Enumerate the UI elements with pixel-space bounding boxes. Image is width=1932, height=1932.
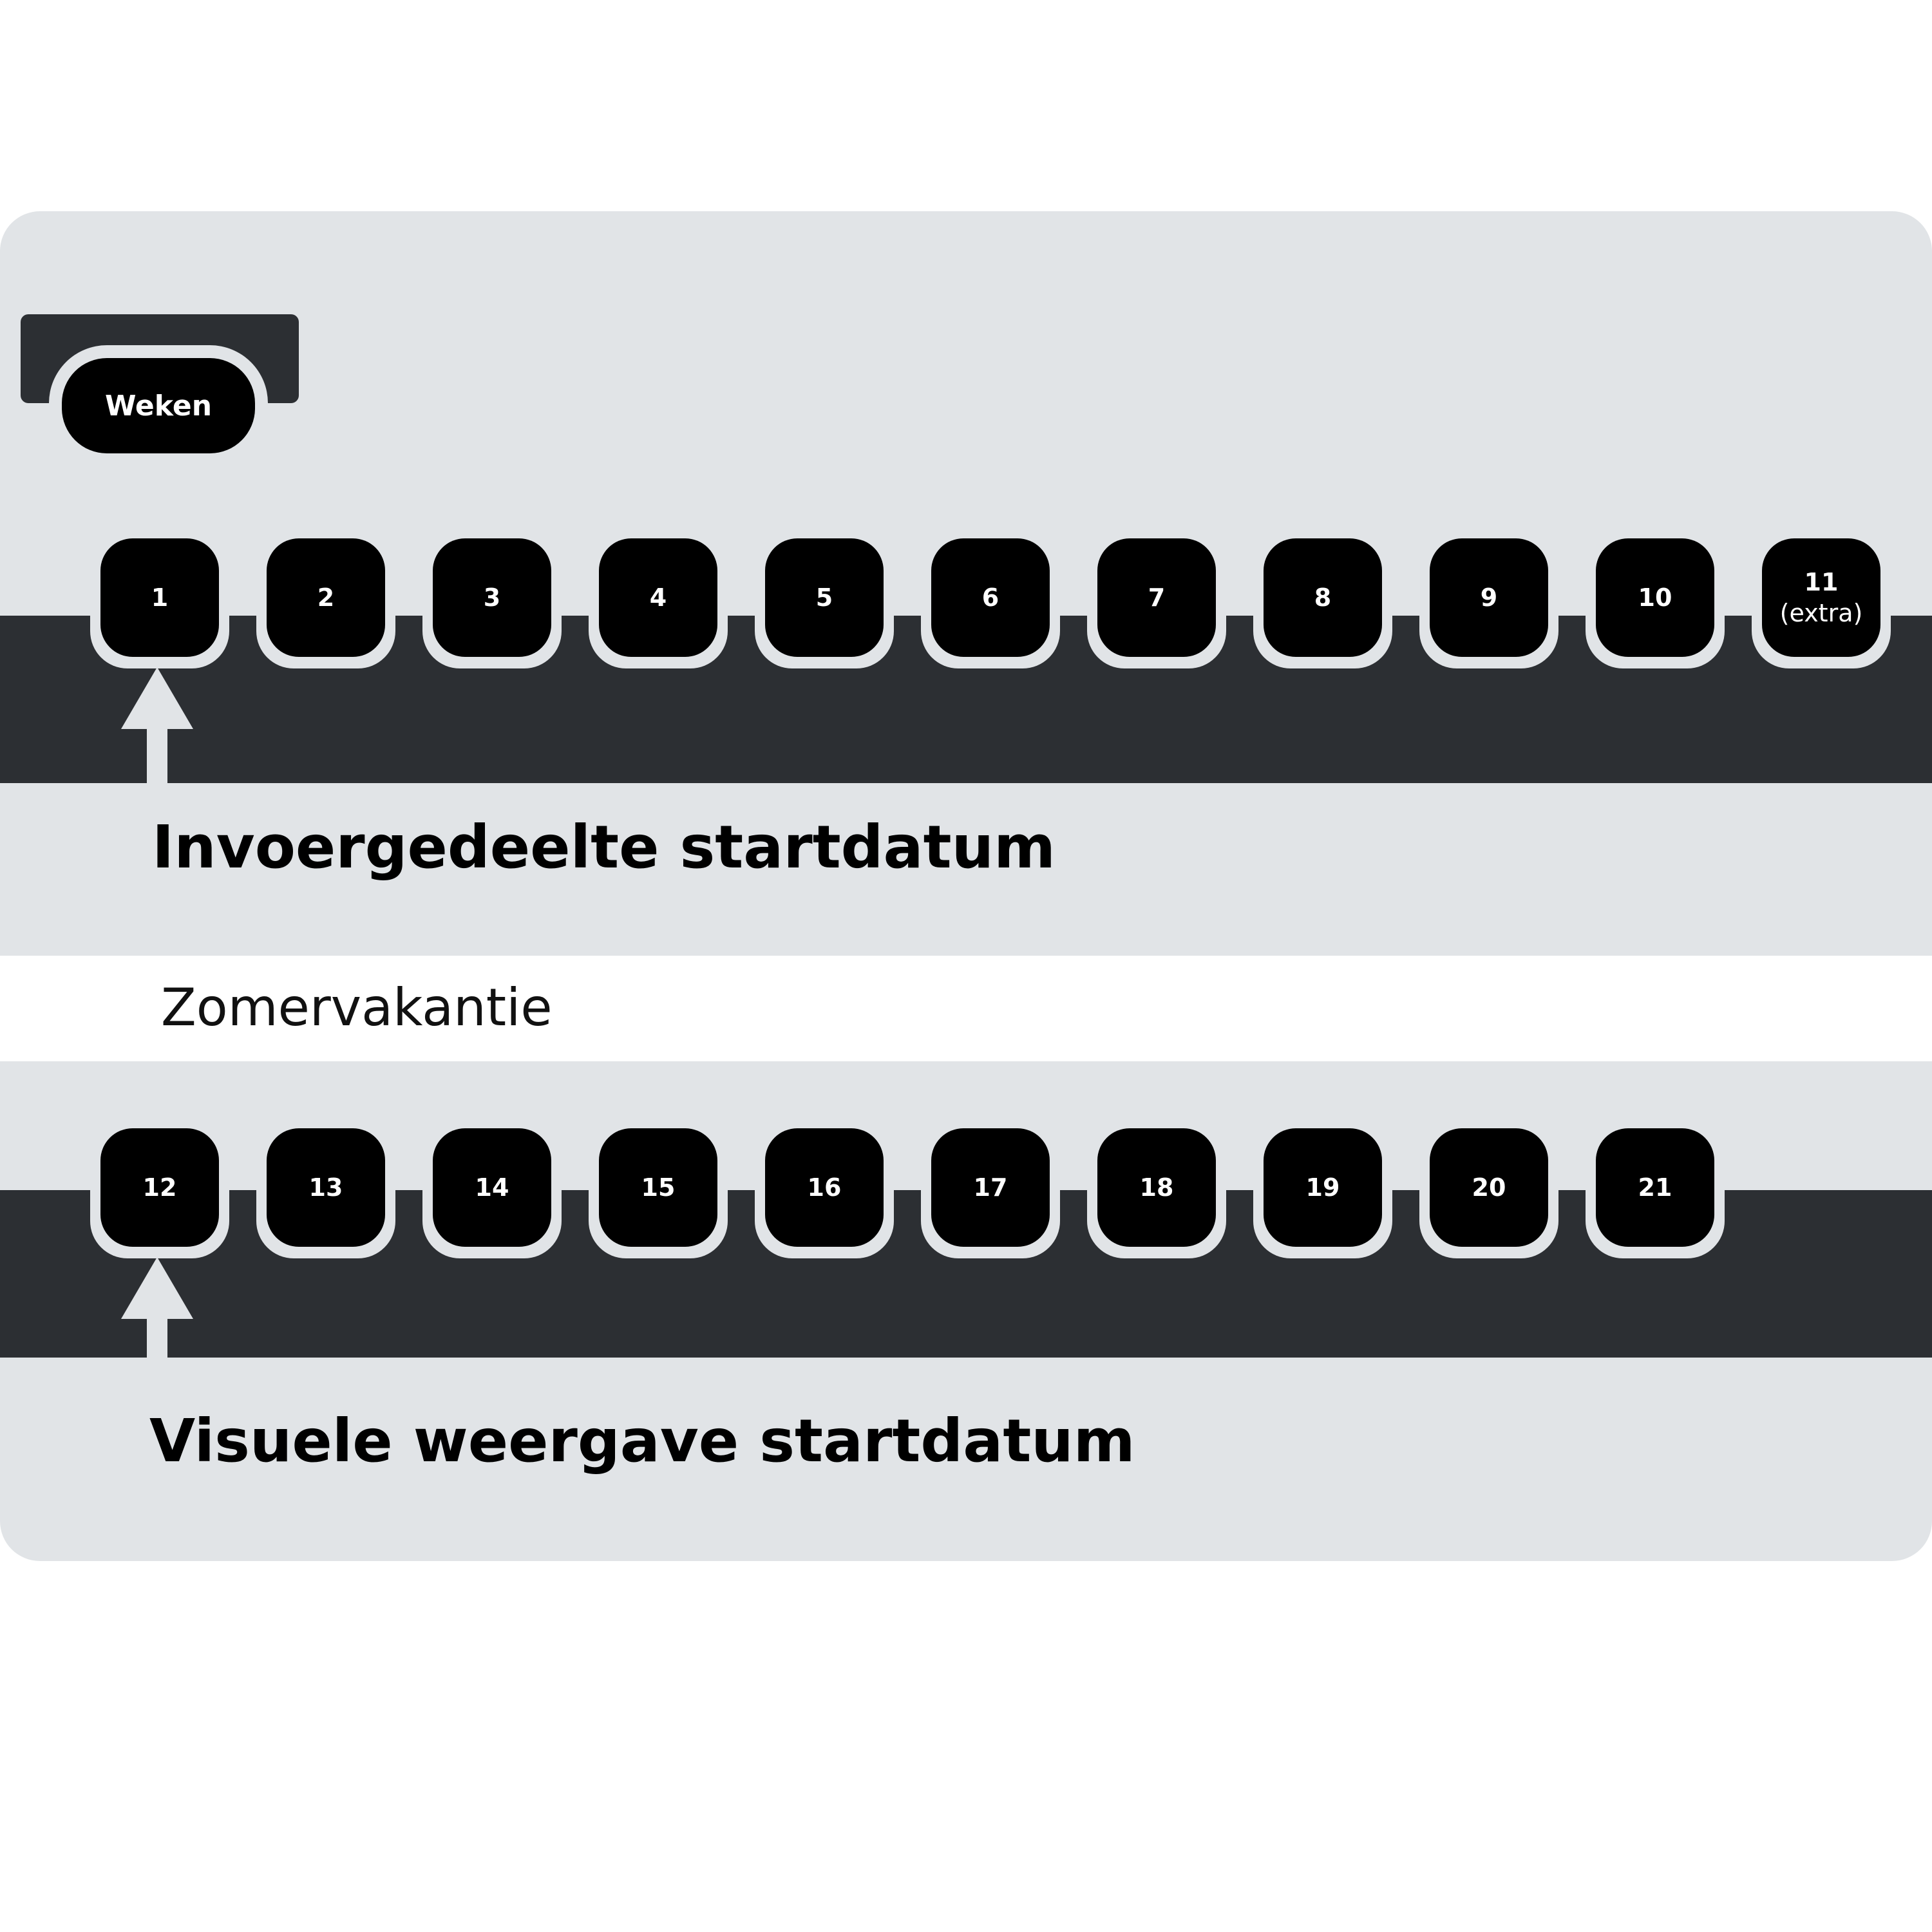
week-number: 2 <box>317 583 335 612</box>
week-number: 17 <box>973 1173 1008 1202</box>
week-chip[interactable]: 6 <box>931 538 1050 657</box>
week-chip[interactable]: 11 (extra) <box>1762 538 1880 657</box>
input-start-heading: Invoergedeelte startdatum <box>152 813 1056 882</box>
week-number: 13 <box>308 1173 343 1202</box>
week-chip[interactable]: 18 <box>1097 1128 1216 1247</box>
up-arrow-icon <box>121 1257 193 1358</box>
week-number: 19 <box>1305 1173 1340 1202</box>
week-number: 20 <box>1472 1173 1506 1202</box>
week-number: 3 <box>483 583 501 612</box>
week-number: 14 <box>475 1173 509 1202</box>
week-chip[interactable]: 15 <box>599 1128 717 1247</box>
week-number: 8 <box>1314 583 1332 612</box>
week-number: 5 <box>815 583 833 612</box>
week-chip[interactable]: 5 <box>765 538 884 657</box>
week-number: 15 <box>641 1173 676 1202</box>
week-chip[interactable]: 14 <box>433 1128 551 1247</box>
week-chip[interactable]: 21 <box>1596 1128 1714 1247</box>
week-number: 16 <box>807 1173 842 1202</box>
week-chip[interactable]: 12 <box>100 1128 219 1247</box>
week-number: 6 <box>981 583 999 612</box>
week-chip[interactable]: 19 <box>1264 1128 1382 1247</box>
week-chip[interactable]: 2 <box>267 538 385 657</box>
tab-weken[interactable]: Weken <box>62 358 255 453</box>
visual-start-heading: Visuele weergave startdatum <box>149 1406 1135 1475</box>
week-chip[interactable]: 8 <box>1264 538 1382 657</box>
week-number: 1 <box>151 583 169 612</box>
week-chip[interactable]: 4 <box>599 538 717 657</box>
week-number: 4 <box>649 583 667 612</box>
week-chip[interactable]: 16 <box>765 1128 884 1247</box>
week-number: 18 <box>1139 1173 1174 1202</box>
week-chip[interactable]: 9 <box>1430 538 1548 657</box>
week-number: 9 <box>1480 583 1498 612</box>
week-chip[interactable]: 17 <box>931 1128 1050 1247</box>
week-chip[interactable]: 7 <box>1097 538 1216 657</box>
week-number: 21 <box>1638 1173 1672 1202</box>
week-chip[interactable]: 13 <box>267 1128 385 1247</box>
week-chip[interactable]: 10 <box>1596 538 1714 657</box>
up-arrow-icon <box>121 667 193 783</box>
week-chip[interactable]: 3 <box>433 538 551 657</box>
week-chip[interactable]: 1 <box>100 538 219 657</box>
week-chip[interactable]: 20 <box>1430 1128 1548 1247</box>
week-note: (extra) <box>1779 599 1863 627</box>
vacation-label: Zomervakantie <box>161 978 553 1037</box>
week-number: 11 <box>1804 568 1839 596</box>
week-number: 10 <box>1638 583 1672 612</box>
week-number: 7 <box>1148 583 1166 612</box>
week-number: 12 <box>142 1173 177 1202</box>
